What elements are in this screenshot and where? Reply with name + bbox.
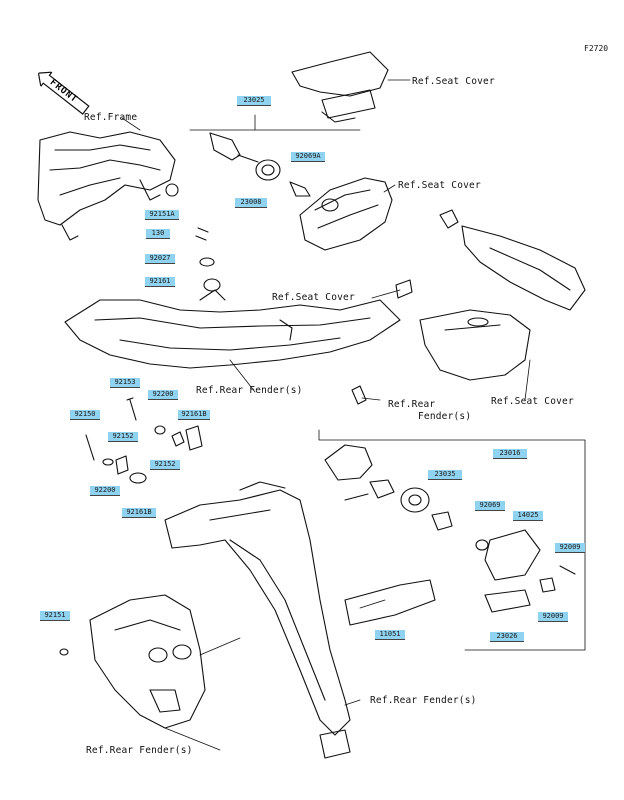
part-130[interactable]: 130 [146, 229, 170, 239]
fasteners-drawing [85, 397, 203, 484]
part-92152-a[interactable]: 92152 [108, 432, 138, 442]
license-bracket-drawing [164, 481, 436, 759]
ref-rear-fender-label-2b: Fender(s) [418, 411, 472, 422]
part-92069A[interactable]: 92069A [291, 152, 325, 162]
front-arrow-icon [37, 71, 90, 115]
ref-rear-fender-label-2a: Ref.Rear [388, 399, 436, 410]
ref-seat-cover-label-2: Ref.Seat Cover [398, 180, 481, 191]
ref-rear-fender-label-3: Ref.Rear Fender(s) [370, 695, 477, 706]
part-92151[interactable]: 92151 [40, 611, 70, 621]
leader-lines [121, 79, 586, 751]
part-11051[interactable]: 11051 [375, 630, 405, 640]
part-92009-a[interactable]: 92009 [555, 543, 585, 553]
taillight-housing-drawing [299, 177, 393, 251]
part-14025[interactable]: 14025 [513, 511, 543, 521]
ref-rear-fender-label-1: Ref.Rear Fender(s) [196, 385, 303, 396]
seat-cover-top-drawing [291, 51, 389, 123]
part-23016[interactable]: 23016 [493, 449, 527, 459]
figure-code: F2720 [584, 44, 609, 53]
lower-cover-drawing [419, 309, 531, 381]
ref-seat-cover-label-3: Ref.Seat Cover [272, 292, 355, 303]
part-92153[interactable]: 92153 [110, 378, 140, 388]
ref-seat-cover-label-4: Ref.Seat Cover [491, 396, 574, 407]
clips-drawing [165, 183, 413, 405]
ref-frame-label: Ref.Frame [84, 112, 138, 123]
part-92161B-2[interactable]: 92161B [122, 508, 156, 518]
part-92027[interactable]: 92027 [145, 254, 175, 264]
part-23008[interactable]: 23008 [235, 198, 267, 208]
side-cover-drawing [439, 209, 586, 311]
part-92161[interactable]: 92161 [145, 277, 175, 287]
part-92152-b[interactable]: 92152 [150, 460, 180, 470]
part-23025[interactable]: 23025 [237, 96, 271, 106]
part-92200-b[interactable]: 92200 [90, 486, 120, 496]
part-92200-a[interactable]: 92200 [148, 390, 178, 400]
socket-drawing [209, 132, 311, 197]
frame-drawing [37, 131, 176, 241]
part-92151A[interactable]: 92151A [145, 210, 179, 220]
license-light-drawing [324, 444, 576, 613]
ref-seat-cover-label-1: Ref.Seat Cover [412, 76, 495, 87]
part-92009-b[interactable]: 92009 [538, 612, 568, 622]
front-direction-badge: FRONT [33, 66, 93, 118]
part-23035[interactable]: 23035 [428, 470, 462, 480]
part-92161B[interactable]: 92161B [178, 410, 210, 420]
part-23026[interactable]: 23026 [490, 632, 524, 642]
rear-fender-lower-drawing [59, 594, 206, 729]
ref-rear-fender-label-4: Ref.Rear Fender(s) [86, 745, 193, 756]
rear-fender-main-drawing [64, 289, 401, 369]
part-92069[interactable]: 92069 [475, 501, 505, 511]
part-92150[interactable]: 92150 [70, 410, 100, 420]
